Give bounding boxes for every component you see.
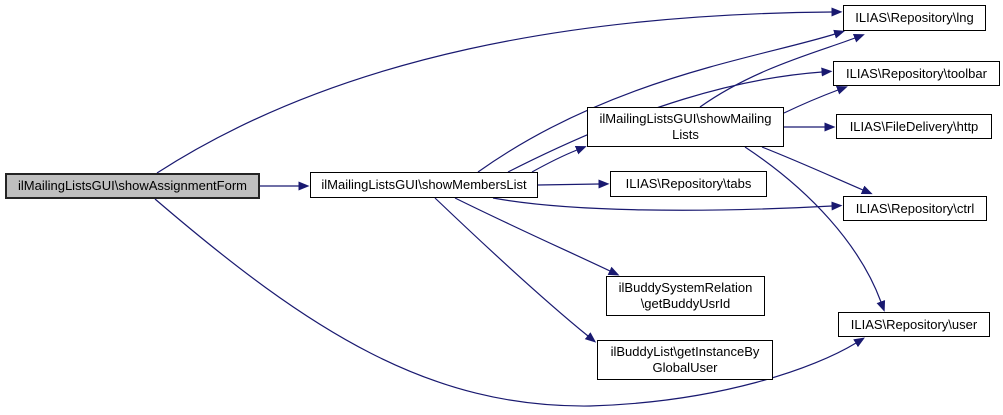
node-repository-ctrl-label: ILIAS\Repository\ctrl (855, 200, 975, 216)
node-repository-user-label: ILIAS\Repository\user (850, 316, 978, 332)
node-show-assignment-form: ilMailingListsGUI\showAssignmentForm (5, 173, 260, 199)
node-filedelivery-http-label: ILIAS\FileDelivery\http (849, 118, 979, 134)
edge-showMembersList-to-toolbar (507, 67, 833, 173)
node-show-mailing-lists-label: ilMailingListsGUI\showMailing Lists (599, 111, 772, 142)
edge-showMailingLists-to-lng (699, 33, 865, 108)
node-get-instance-by-global-user-label: ilBuddyList\getInstanceBy GlobalUser (610, 344, 760, 375)
edge-showMailingLists-to-toolbar (783, 85, 848, 114)
edge-showMailingLists-to-ctrl (761, 146, 873, 195)
node-get-instance-by-global-user[interactable]: ilBuddyList\getInstanceBy GlobalUser (597, 340, 773, 380)
node-show-assignment-form-label: ilMailingListsGUI\showAssignmentForm (17, 178, 247, 193)
edge-showMembersList-to-lng (477, 29, 846, 173)
edge-showMembersList-to-getBuddyUsrId (454, 197, 620, 276)
node-repository-toolbar-label: ILIAS\Repository\toolbar (846, 65, 987, 81)
edge-showAssignmentForm-to-lng (156, 7, 843, 174)
edge-showMembersList-to-getInstanceByGlobalUser (434, 197, 597, 343)
node-filedelivery-http[interactable]: ILIAS\FileDelivery\http (836, 114, 992, 139)
node-show-mailing-lists[interactable]: ilMailingListsGUI\showMailing Lists (587, 107, 784, 147)
node-repository-user[interactable]: ILIAS\Repository\user (838, 312, 990, 337)
node-repository-lng[interactable]: ILIAS\Repository\lng (843, 5, 986, 31)
edge-showMembersList-to-showMailingLists (531, 146, 587, 173)
edge-showAssignmentForm-to-user (154, 198, 865, 407)
node-repository-ctrl[interactable]: ILIAS\Repository\ctrl (843, 196, 987, 221)
node-show-members-list[interactable]: ilMailingListsGUI\showMembersList (310, 172, 538, 198)
node-repository-toolbar[interactable]: ILIAS\Repository\toolbar (833, 61, 1000, 86)
node-get-buddy-usr-id[interactable]: ilBuddySystemRelation \getBuddyUsrId (606, 276, 765, 316)
node-repository-lng-label: ILIAS\Repository\lng (855, 10, 974, 25)
node-repository-tabs[interactable]: ILIAS\Repository\tabs (610, 171, 767, 197)
edge-showMembersList-to-tabs (537, 179, 610, 189)
node-repository-tabs-label: ILIAS\Repository\tabs (625, 176, 752, 191)
node-get-buddy-usr-id-label: ilBuddySystemRelation \getBuddyUsrId (618, 280, 753, 311)
edge-showMembersList-to-ctrl (492, 197, 843, 211)
node-show-members-list-label: ilMailingListsGUI\showMembersList (321, 177, 527, 192)
edge-showMailingLists-to-user (744, 146, 886, 312)
